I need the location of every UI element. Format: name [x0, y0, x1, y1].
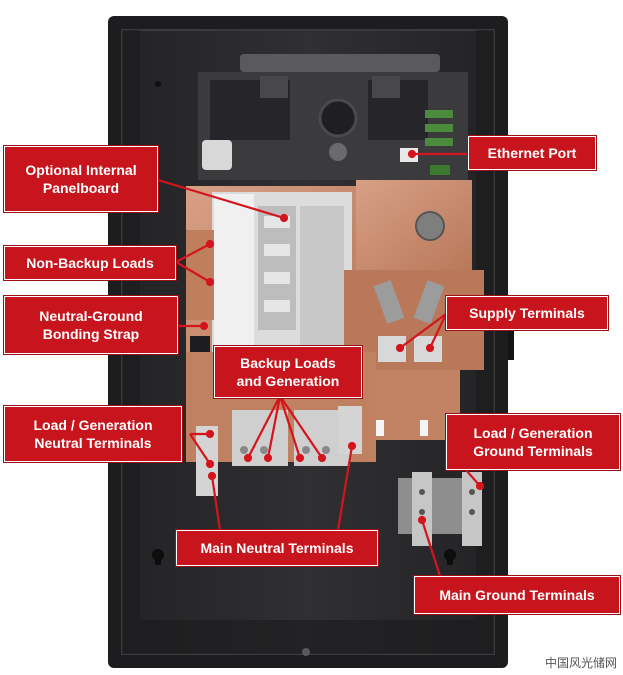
leader-load-neutral-2: [189, 433, 211, 465]
control-electronics: [198, 54, 468, 180]
label-load-generation-neutral-terminals: Load / Generation Neutral Terminals: [4, 406, 182, 462]
leader-main-ground: [420, 519, 442, 577]
label-optional-internal-panelboard: Optional Internal Panelboard: [4, 146, 158, 212]
leader-main-neutral-1: [210, 475, 222, 531]
leader-non-backup-loads-2: [175, 261, 211, 283]
panel-busbars: [186, 186, 356, 402]
leader-lines: [157, 149, 485, 577]
label-ethernet-port: Ethernet Port: [468, 136, 596, 170]
leader-backup-loads-3: [278, 395, 302, 459]
leader-backup-loads-1: [247, 395, 281, 459]
leader-optional-panelboard: [157, 178, 285, 220]
label-supply-terminals: Supply Terminals: [446, 296, 608, 330]
leader-non-backup-loads-1: [175, 243, 211, 263]
label-main-ground-terminals: Main Ground Terminals: [414, 576, 620, 614]
leader-supply-terminals-2: [429, 313, 447, 349]
leader-main-neutral-2: [336, 445, 354, 531]
label-neutral-ground-bonding-strap: Neutral-Ground Bonding Strap: [4, 296, 178, 354]
watermark: 中国风光储网: [544, 656, 617, 670]
leader-backup-loads-2: [266, 395, 282, 459]
label-load-generation-ground-terminals: Load / Generation Ground Terminals: [446, 414, 620, 470]
label-non-backup-loads: Non-Backup Loads: [4, 246, 176, 280]
leader-supply-terminals-1: [399, 313, 447, 349]
leader-backup-loads-4: [279, 395, 323, 459]
ground-terminal-bars: [398, 472, 482, 546]
label-main-neutral-terminals: Main Neutral Terminals: [176, 530, 378, 566]
label-backup-loads-and-generation: Backup Loads and Generation: [214, 346, 362, 398]
